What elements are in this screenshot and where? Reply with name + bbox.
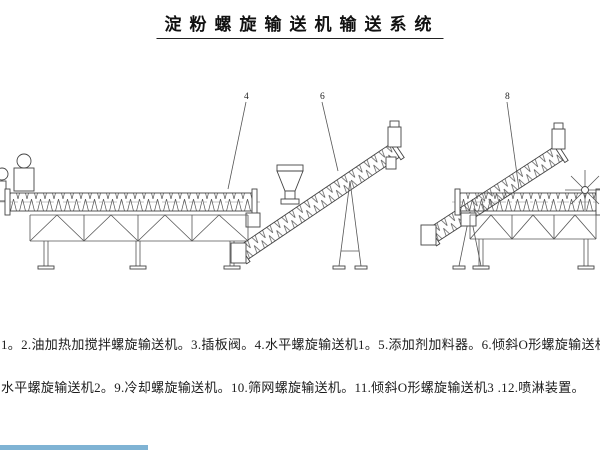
horizontal-conveyor-1 xyxy=(0,153,261,228)
discharge-spout-1 xyxy=(385,156,397,170)
drawing-title: 淀粉螺旋输送机输送系统 xyxy=(156,10,444,39)
slide-valve xyxy=(280,198,300,205)
horizontal-conveyor-2 xyxy=(452,188,600,227)
truss-support-2 xyxy=(469,214,597,270)
discharge-gearbox xyxy=(245,212,261,228)
gearbox-right xyxy=(460,212,477,227)
legend-line-1: 1。2.油加热加搅拌螺旋输送机。3.插板阀。4.水平螺旋输送机1。5.添加剂加料… xyxy=(1,337,600,352)
callout-4: 4 xyxy=(244,92,249,102)
callouts: 4 6 8 xyxy=(227,92,520,190)
callout-6: 6 xyxy=(320,92,325,102)
conveyor-system-diagram: 4 6 8 xyxy=(0,92,600,270)
inclined-conveyor-1 xyxy=(230,120,405,270)
top-motor-2 xyxy=(551,122,566,150)
watermark-strip xyxy=(0,445,148,450)
truss-support-1 xyxy=(29,214,249,270)
stand-1 xyxy=(332,180,368,270)
legend-line-2: 水平螺旋输送机2。9.冷却螺旋输送机。10.筛网螺旋输送机。11.倾斜O形螺旋输… xyxy=(1,380,585,395)
feed-hopper xyxy=(276,164,304,205)
spray-device xyxy=(565,170,600,210)
top-motor-1 xyxy=(387,120,402,148)
callout-8: 8 xyxy=(505,92,510,102)
intake-box-1 xyxy=(230,242,247,264)
intake-box-2 xyxy=(420,224,437,246)
drive-motor-left xyxy=(13,153,35,192)
